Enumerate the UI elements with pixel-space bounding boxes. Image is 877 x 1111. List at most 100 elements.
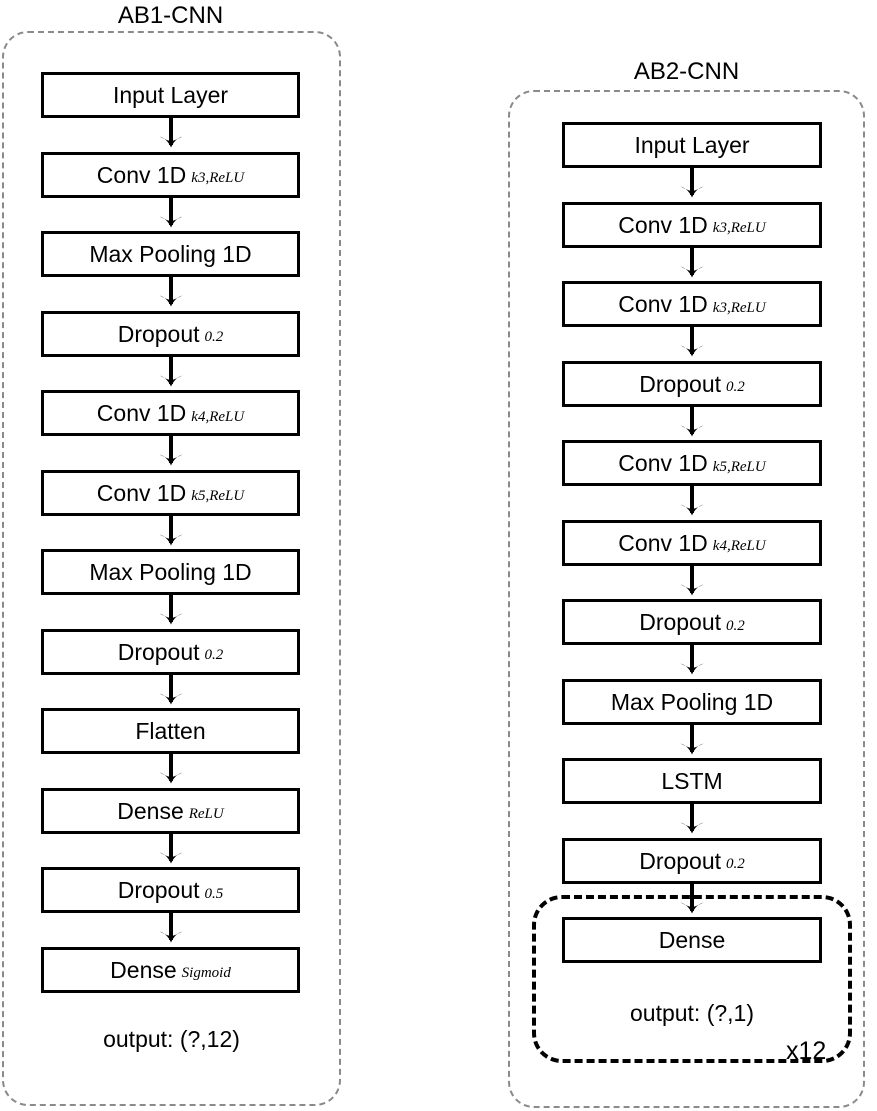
model-container-ab2 (508, 90, 865, 1108)
layer-node: Input Layer (41, 72, 300, 152)
layer-label: Dense (658, 927, 726, 953)
layer-sublabel: Sigmoid (181, 965, 231, 981)
layer-label: Max Pooling 1D (89, 241, 252, 267)
layer-label: Dropout (639, 847, 722, 874)
layer-label: Dropout (639, 370, 722, 397)
layer-sublabel: ReLU (188, 806, 224, 822)
layer-sublabel: k3,ReLU (712, 220, 766, 236)
layer-label: Dense (117, 797, 184, 824)
down-arrow-icon (154, 197, 188, 232)
layer-node: Dense (562, 917, 822, 963)
down-arrow-icon (154, 356, 188, 391)
down-arrow-icon (675, 724, 709, 759)
layer-sublabel: 0.2 (726, 856, 745, 872)
layer-label: Conv 1D (618, 529, 708, 556)
layer-label: Conv 1D (96, 479, 187, 506)
layer-label: Dropout (117, 877, 200, 903)
down-arrow-icon (675, 883, 709, 918)
down-arrow-icon (154, 833, 188, 868)
down-arrow-icon (675, 645, 709, 679)
layer-node: Flatten (41, 708, 300, 788)
repeat-count-label-ab2: x12 (786, 1037, 827, 1065)
layer-sublabel: k3,ReLU (712, 299, 766, 316)
layer-node: Max Pooling 1D (41, 549, 300, 629)
layer-box[interactable]: Input Layer (562, 122, 822, 168)
layer-sublabel: 0.2 (726, 379, 745, 395)
down-arrow-icon (154, 754, 188, 788)
layer-label: LSTM (661, 768, 723, 794)
down-arrow-icon (154, 277, 188, 311)
down-arrow-icon (154, 118, 188, 152)
model-title-ab1: AB1-CNN (117, 2, 224, 29)
down-arrow-icon (154, 436, 188, 470)
layer-box[interactable]: Max Pooling 1D (41, 231, 300, 277)
layer-label: Dropout (117, 638, 200, 665)
down-arrow-icon (154, 913, 188, 947)
down-arrow-icon (675, 565, 709, 600)
down-arrow-icon (675, 327, 709, 361)
layer-sublabel: 0.5 (204, 885, 224, 902)
layer-label: Input Layer (112, 82, 229, 108)
down-arrow-icon (675, 486, 709, 520)
layer-box[interactable]: Max Pooling 1D (41, 549, 300, 595)
layer-node: Max Pooling 1D (562, 678, 822, 759)
layer-label: Dense (110, 956, 177, 983)
output-label-ab1: output: (?,12) (103, 1026, 240, 1052)
model-container-ab1 (2, 31, 341, 1106)
layer-label: Max Pooling 1D (610, 688, 774, 715)
layer-label: Conv 1D (618, 450, 708, 476)
down-arrow-icon (675, 406, 709, 441)
layer-box[interactable]: Max Pooling 1D (562, 678, 822, 725)
layer-box[interactable]: Flatten (41, 708, 300, 754)
layer-sublabel: k5,ReLU (712, 458, 766, 475)
layer-sublabel: k4,ReLU (712, 538, 766, 554)
layer-node: LSTM (562, 758, 822, 838)
layer-label: Max Pooling 1D (89, 559, 252, 585)
down-arrow-icon (675, 168, 709, 202)
down-arrow-icon (675, 247, 709, 282)
layer-box[interactable]: Dense (562, 917, 822, 963)
layer-box[interactable]: LSTM (562, 758, 822, 804)
layer-label: Conv 1D (618, 211, 708, 238)
layer-label: Input Layer (634, 132, 750, 158)
layer-sublabel: k3,ReLU (191, 170, 245, 186)
layer-label: Dropout (639, 609, 722, 635)
layer-sublabel: 0.2 (204, 647, 224, 663)
layer-label: Conv 1D (96, 400, 187, 426)
layer-sublabel: k4,ReLU (191, 408, 245, 425)
layer-box[interactable]: Input Layer (41, 72, 300, 118)
layer-label: Conv 1D (618, 291, 708, 317)
layer-sublabel: 0.2 (204, 329, 224, 345)
layer-node: Input Layer (562, 122, 822, 202)
